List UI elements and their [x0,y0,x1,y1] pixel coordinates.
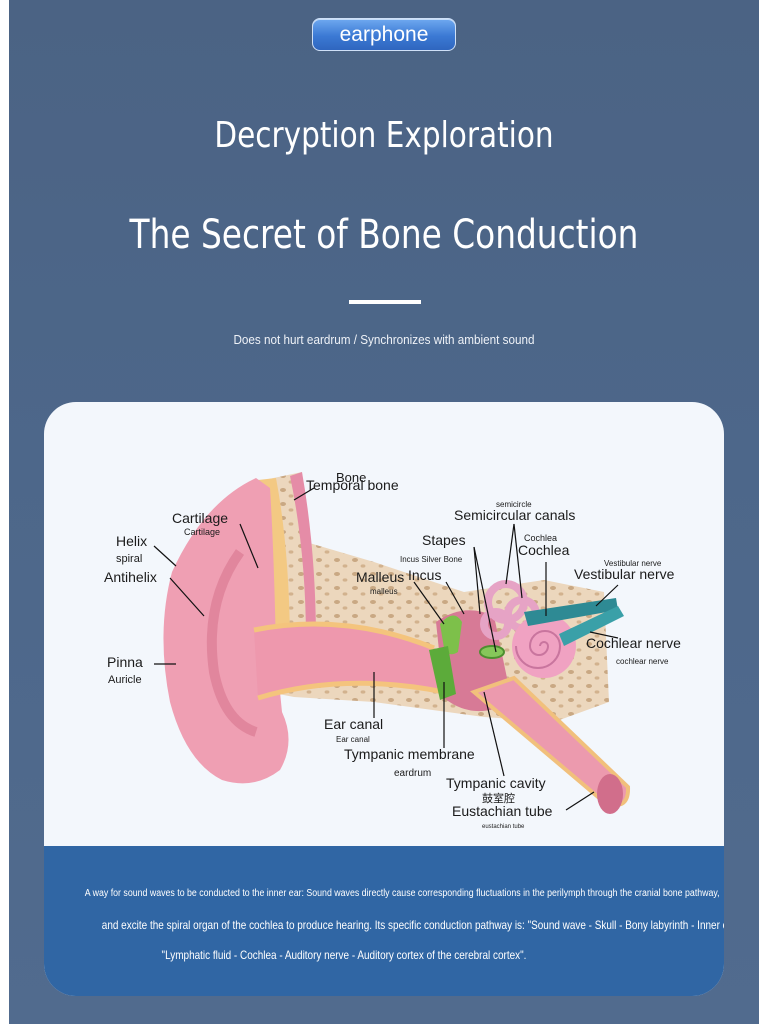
title-divider [349,300,421,304]
tympanic-membrane-shape [429,646,456,700]
label-semicircle: semicircle [496,500,532,509]
label-cochlear-nerve-sub: cochlear nerve [616,657,669,666]
label-temporal-bone: Temporal bone [306,477,399,493]
label-ear-canal-sub: Ear canal [336,735,370,744]
malleus-shape [440,615,462,655]
label-incus-silver-bone: Incus Silver Bone [400,555,463,564]
label-stapes: Stapes [422,532,466,548]
diagram-card: Bone Temporal bone Cartilage Cartilage H… [44,402,724,996]
ear-anatomy-diagram: Bone Temporal bone Cartilage Cartilage H… [104,470,681,830]
label-antihelix: Antihelix [104,569,157,585]
label-cochlea: Cochlea [518,542,570,558]
stapes-shape [479,645,505,659]
label-tympanic-membrane: Tympanic membrane [344,746,475,762]
ear-canal-outline [253,621,445,701]
label-pinna: Pinna [107,654,143,670]
leader-lines [153,487,619,811]
label-cartilage-sub: Cartilage [184,527,220,537]
label-vestibular-small: Vestibular nerve [604,559,662,568]
skin-strip [290,472,316,642]
label-malleus: Malleus [356,569,404,585]
eustachian-tube-opening [597,774,623,814]
label-eustachian-sub: eustachian tube [482,824,525,830]
page: earphone Decryption Exploration The Secr… [9,0,759,1024]
label-spiral: spiral [116,553,142,565]
headline-line2: The Secret of Bone Conduction [129,212,639,258]
label-cochlea-small: Cochlea [524,533,557,543]
cochlea-shape [512,614,576,678]
label-bone: Bone [336,470,366,485]
ear-canal-shape [254,624,444,698]
subtitle: Does not hurt eardrum / Synchronizes wit… [233,332,535,347]
label-auricle: Auricle [108,674,142,686]
label-semicircular-canals: Semicircular canals [454,507,575,523]
label-incus: Incus [408,567,441,583]
headline-line1: Decryption Exploration [214,115,554,156]
caption-panel: A way for sound waves to be conducted to… [44,846,724,996]
antihelix-fold [206,549,258,737]
label-cartilage: Cartilage [172,510,228,526]
label-ear-canal: Ear canal [324,716,383,732]
caption-line-1: A way for sound waves to be conducted to… [84,888,720,899]
cochlea-spiral [515,630,562,669]
label-vestibular-nerve: Vestibular nerve [574,566,675,582]
vestibular-nerve-shape [524,598,618,626]
label-tympanic-cavity: Tympanic cavity [446,775,546,791]
label-cochlear-nerve: Cochlear nerve [586,635,681,651]
label-tympanic-cavity-cn: 鼓室腔 [482,791,515,805]
pinna-shape [163,478,289,784]
label-helix: Helix [116,533,147,549]
earphone-badge[interactable]: earphone [312,18,456,51]
caption-line-3: "Lymphatic fluid - Cochlea - Auditory ne… [161,948,527,962]
cochlear-nerve-shape [559,606,624,646]
label-eustachian-tube: Eustachian tube [452,803,553,819]
caption-line-2: and excite the spiral organ of the cochl… [101,918,724,932]
label-eardrum: eardrum [394,768,431,779]
label-malleus-sub: malleus [370,587,398,596]
